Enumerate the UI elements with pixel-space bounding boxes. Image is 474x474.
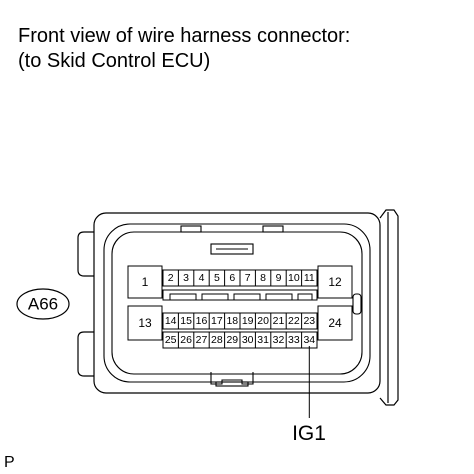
pin-label: 17	[211, 315, 223, 327]
pin-label: 31	[257, 334, 269, 346]
connector-id-oval	[16, 288, 70, 320]
bottom-latch-bar	[215, 381, 249, 387]
pin-label: 3	[183, 272, 189, 284]
cavity-pin-13	[127, 305, 163, 341]
title-line-2: (to Skid Control ECU)	[18, 50, 211, 72]
pin-label: 21	[273, 315, 285, 327]
pin-label: 34	[303, 334, 315, 346]
pin-label: 23	[303, 315, 315, 327]
face-inner-rim	[111, 231, 363, 375]
pin-label: 11	[304, 272, 315, 284]
pin-label: 20	[257, 315, 269, 327]
face-outer-rim	[103, 223, 371, 383]
pin-label: 7	[245, 272, 251, 284]
pin-label: 10	[288, 272, 300, 284]
row-separator-strip	[162, 289, 318, 301]
connector-face	[103, 223, 371, 387]
pin-label: 12	[328, 275, 342, 289]
housing-left-tab-upper	[77, 231, 94, 277]
pin-label: 9	[276, 272, 282, 284]
pin-label: 15	[180, 315, 192, 327]
top-latch-notch	[210, 243, 254, 255]
cavity-pin-12	[317, 265, 353, 299]
pin-labels: 1 2 3 4 5 6 7 8 9 10 11 12 13 14 15 16 1…	[138, 272, 342, 346]
pin-label: 14	[165, 315, 177, 327]
pin-label: 25	[165, 334, 177, 346]
connector-id-badge: A66	[16, 288, 70, 320]
housing-left-tab-lower	[77, 331, 94, 377]
corner-code: P	[4, 454, 15, 471]
pin-label: 1	[142, 275, 149, 289]
pin-label: 2	[168, 272, 174, 284]
pin-label: 18	[226, 315, 238, 327]
title-line-1: Front view of wire harness connector:	[18, 25, 351, 47]
connector-id-label: A66	[28, 295, 58, 314]
pin-label: 8	[260, 272, 266, 284]
pin-label: 13	[138, 316, 152, 330]
pin-label: 32	[273, 334, 285, 346]
pin-label: 33	[288, 334, 300, 346]
housing-outline	[93, 212, 381, 394]
diagram-title: Front view of wire harness connector: (t…	[18, 24, 350, 74]
pin-label: 16	[196, 315, 208, 327]
pin-label: 22	[288, 315, 300, 327]
connector-housing	[77, 209, 399, 406]
cavity-pin-1	[127, 265, 163, 299]
pin-label: 4	[199, 272, 205, 284]
pin-label: 19	[242, 315, 254, 327]
pin-label: 26	[180, 334, 192, 346]
pin-callout: IG1	[292, 346, 326, 445]
housing-latch-arm	[379, 209, 399, 406]
pin-label: 6	[229, 272, 235, 284]
right-guide-rib	[352, 293, 362, 315]
bottom-latch-notch	[210, 372, 254, 385]
pin-label: 30	[242, 334, 254, 346]
top-key-left	[180, 225, 202, 233]
cavity-pin-24	[317, 305, 353, 341]
pin-label: 29	[226, 334, 238, 346]
pin-label: 5	[214, 272, 220, 284]
row-separator-ribs	[169, 293, 313, 300]
top-key-right	[262, 225, 284, 233]
pin-label: 27	[196, 334, 208, 346]
callout-label: IG1	[292, 422, 326, 445]
pin-grid	[127, 265, 353, 349]
pin-label: 24	[328, 316, 342, 330]
pin-label: 28	[211, 334, 223, 346]
